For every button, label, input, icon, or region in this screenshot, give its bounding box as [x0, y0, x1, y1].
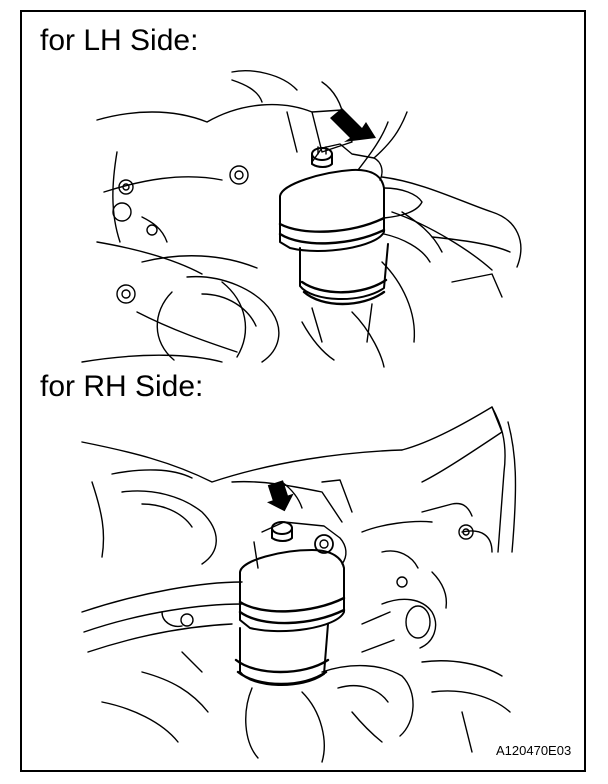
arrow-icon — [266, 108, 376, 512]
rh-mount-illustration — [22, 12, 584, 770]
figure-code: A120470E03 — [496, 743, 572, 758]
rh-side-label: for RH Side: — [40, 370, 204, 403]
lh-mount-illustration — [22, 12, 584, 770]
lh-side-label: for LH Side: — [40, 24, 199, 57]
figure-frame: for LH Side: for RH Side: A120470E03 — [20, 10, 586, 772]
